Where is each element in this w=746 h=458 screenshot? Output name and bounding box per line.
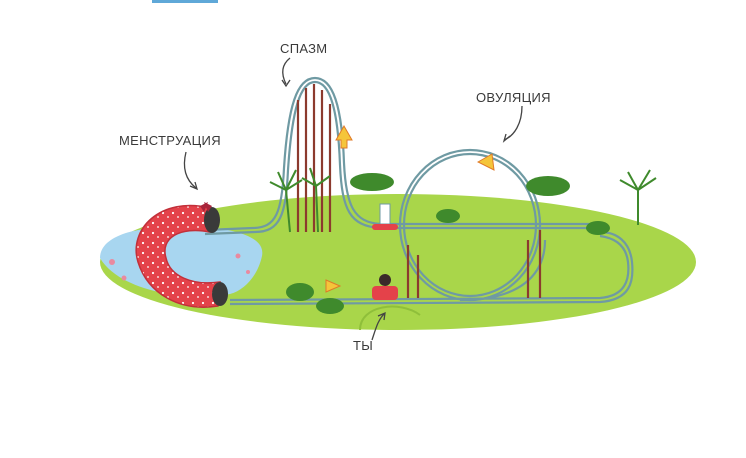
loop-shadow — [359, 305, 421, 331]
station — [372, 203, 398, 230]
coaster-track — [204, 76, 634, 306]
menstruation-tunnel — [135, 202, 228, 308]
top-accent-bar — [152, 0, 218, 3]
label-you: ТЫ — [353, 338, 374, 353]
cart-icon — [372, 274, 398, 300]
label-spasm: СПАЗМ — [280, 41, 328, 56]
direction-arrow-icon — [325, 124, 495, 293]
lily-pads — [109, 253, 250, 281]
bush-icon — [286, 173, 610, 314]
curved-arrow-icon — [183, 57, 523, 341]
label-menstruation: МЕНСТРУАЦИЯ — [119, 133, 221, 148]
coaster-supports — [296, 84, 542, 298]
palm-icon — [269, 167, 657, 233]
bow-icon — [200, 202, 212, 212]
label-ovulation: ОВУЛЯЦИЯ — [476, 90, 551, 105]
